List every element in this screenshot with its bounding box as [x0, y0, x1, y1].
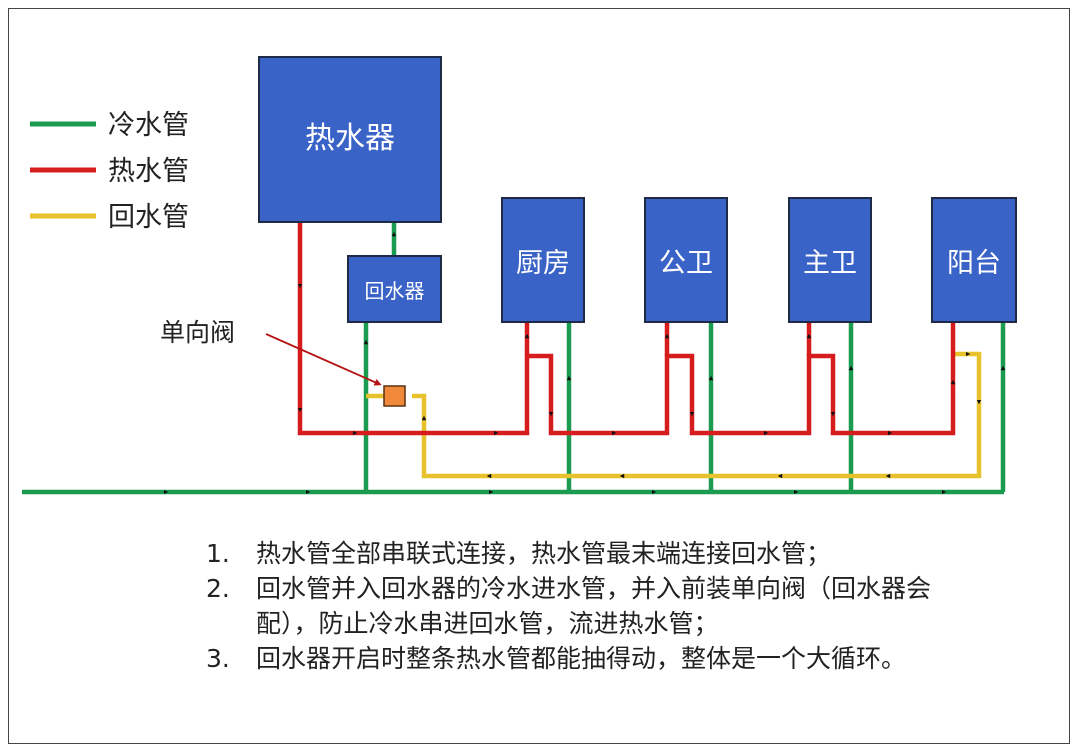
balcony-label: 阳台 [947, 248, 1001, 279]
kitchen-box: 厨房 [501, 197, 585, 323]
water-heater-label: 热水器 [305, 121, 395, 156]
notes: 1. 热水管全部串联式连接，热水管最末端连接回水管； 2. 回水管并入回水器的冷… [206, 536, 1026, 676]
check-valve [383, 385, 406, 407]
note-number: 1. [206, 539, 230, 568]
note-number: 3. [206, 644, 230, 673]
public-bath-box: 公卫 [644, 197, 728, 323]
balcony-box: 阳台 [931, 197, 1017, 323]
hot-pipe [297, 222, 956, 436]
note-number: 2. [206, 574, 230, 603]
return-pipe [412, 351, 982, 479]
legend-hot-label: 热水管 [108, 156, 189, 187]
legend-cold-label: 冷水管 [108, 110, 189, 141]
public-bath-label: 公卫 [659, 248, 713, 279]
return-device: 回水器 [347, 255, 442, 323]
master-bath-box: 主卫 [788, 197, 872, 323]
note-item: 3. 回水器开启时整条热水管都能抽得动，整体是一个大循环。 [206, 641, 1026, 676]
water-heater: 热水器 [258, 56, 442, 223]
return-device-label: 回水器 [365, 279, 425, 303]
note-item: 1. 热水管全部串联式连接，热水管最末端连接回水管； [206, 536, 1026, 571]
check-valve-pointer [265, 333, 382, 386]
note-text: 回水管并入回水器的冷水进水管，并入前装单向阀（回水器会配），防止冷水串进回水管，… [256, 574, 932, 638]
master-bath-label: 主卫 [803, 248, 857, 279]
note-item: 2. 回水管并入回水器的冷水进水管，并入前装单向阀（回水器会配），防止冷水串进回… [206, 571, 1026, 641]
check-valve-label: 单向阀 [160, 318, 235, 347]
kitchen-label: 厨房 [516, 248, 570, 279]
note-text: 热水管全部串联式连接，热水管最末端连接回水管； [256, 539, 832, 568]
legend: 冷水管 热水管 回水管 [30, 110, 189, 233]
diagram-frame [8, 8, 1070, 744]
legend-return-label: 回水管 [108, 202, 189, 233]
note-text: 回水器开启时整条热水管都能抽得动，整体是一个大循环。 [256, 644, 907, 673]
